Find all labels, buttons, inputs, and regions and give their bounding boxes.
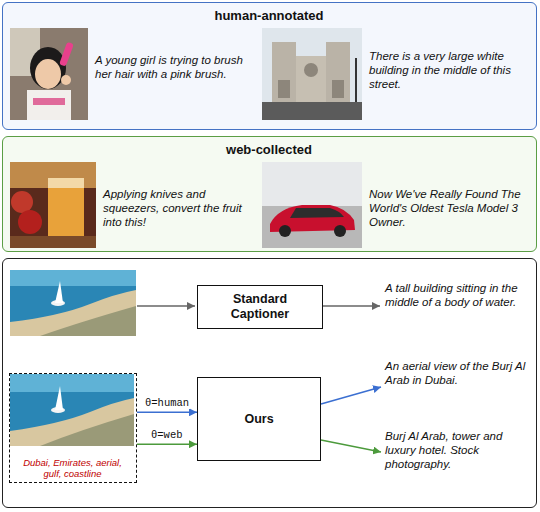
flow-arrow (321, 305, 380, 307)
coast (10, 398, 134, 446)
portal (332, 80, 344, 98)
road (262, 206, 362, 248)
panel-ground (2, 2, 537, 130)
face (35, 59, 61, 89)
fruit-photo (10, 162, 96, 248)
shirt (27, 90, 71, 120)
edge-label: θ=human (144, 397, 190, 409)
flow-arrow (137, 305, 195, 307)
caption-text: Now We've Really Found The World's Oldes… (369, 187, 529, 229)
caption-text: Applying knives and squeezers, convert t… (103, 187, 253, 229)
panel-box: human-annotated A young girl is trying to… (2, 2, 537, 130)
caption-text: An aerial view of the Burj Al Arab in Du… (385, 359, 535, 387)
photo-bg (10, 28, 88, 120)
sky (262, 28, 362, 120)
photo-bg (10, 162, 96, 248)
rose-window (304, 63, 318, 77)
coast (10, 290, 136, 336)
dubai-photo (10, 374, 134, 446)
panel-ground (2, 258, 537, 508)
car-photo (262, 162, 362, 248)
box-label: Ours (244, 412, 273, 427)
input-box: Dubai, Emirates, aerial, gulf, coastline (9, 373, 137, 483)
dubai-photo (10, 270, 136, 336)
hand (61, 75, 71, 85)
caption-text: Burj Al Arab, tower and luxury hotel. St… (385, 429, 535, 471)
output-arrow (321, 387, 381, 404)
caption-text: There is a very large white building in … (369, 49, 529, 91)
city (40, 414, 134, 446)
brush (59, 42, 74, 67)
window (10, 162, 96, 188)
edge-arrow (137, 412, 197, 414)
car-window (290, 208, 344, 218)
sky-haze (10, 374, 134, 392)
girl-photo (10, 28, 88, 120)
tower (55, 281, 63, 303)
wheel (334, 225, 346, 237)
hair (30, 47, 66, 89)
tower (55, 386, 63, 410)
panel-title: web-collected (3, 142, 535, 157)
fruit (11, 191, 33, 213)
juice-jar (48, 178, 84, 236)
tower (272, 42, 296, 102)
cathedral-photo (262, 28, 362, 120)
table (10, 236, 96, 248)
wheel (279, 225, 291, 237)
process-box: Ours (197, 377, 321, 461)
tower (326, 42, 350, 102)
process-box: Standard Captioner (197, 285, 323, 329)
panel-box: web-collectedApplying knives and squeeze… (2, 136, 537, 252)
panel-title: human-annotated (3, 8, 535, 23)
pole (355, 58, 357, 102)
panel-box: A tall building sitting in the middle of… (2, 258, 537, 508)
portal (278, 80, 290, 98)
sea (10, 270, 136, 336)
city (40, 306, 136, 336)
tag-text: Dubai, Emirates, aerial, gulf, coastline (13, 457, 132, 479)
fruit (18, 210, 42, 234)
jar-rim (48, 178, 84, 188)
panel-ground (2, 136, 537, 252)
sea (10, 374, 134, 446)
caption-text: A young girl is trying to brush her hair… (95, 53, 245, 81)
caption-text: A tall building sitting in the middle of… (385, 281, 535, 309)
output-arrow (321, 440, 381, 452)
sky-haze (10, 270, 136, 286)
facade (296, 56, 326, 102)
edge-label: θ=web (150, 429, 184, 441)
sky (262, 162, 362, 248)
edge-arrow (137, 443, 197, 445)
shirt-print (33, 98, 65, 105)
box-label: Standard Captioner (204, 292, 316, 322)
street (262, 102, 362, 120)
